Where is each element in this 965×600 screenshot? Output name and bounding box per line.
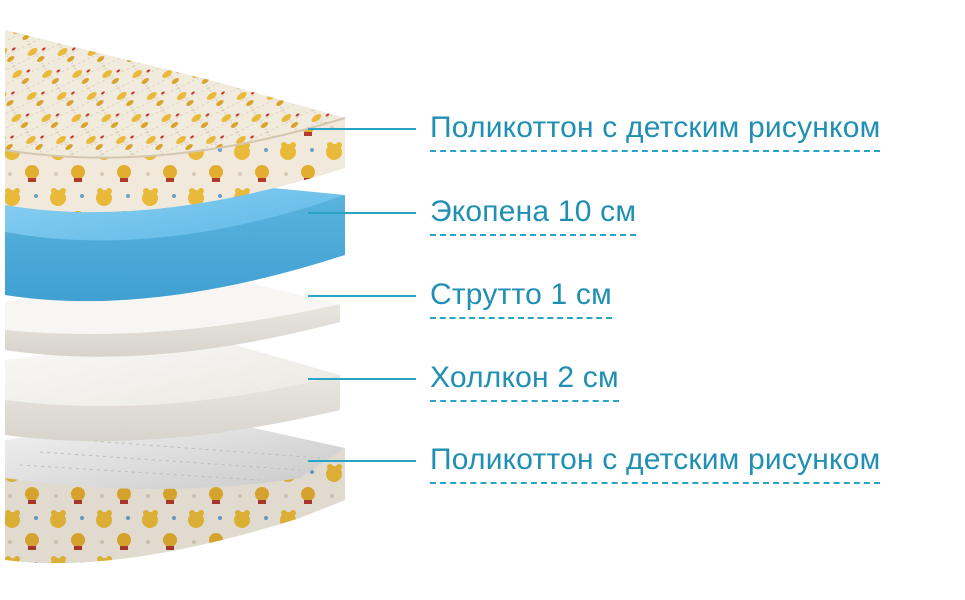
callout-ecofoam: Экопена 10 см — [308, 192, 948, 236]
layer-label: Поликоттон с детским рисунком — [430, 108, 881, 152]
callout-bottom-polycotton: Поликоттон с детским рисунком — [308, 440, 948, 484]
callout-top-polycotton: Поликоттон с детским рисунком — [308, 108, 948, 152]
layer-label: Поликоттон с детским рисунком — [430, 440, 881, 484]
leader-line — [308, 212, 416, 214]
leader-line — [308, 295, 416, 297]
strutto-layer — [5, 272, 340, 357]
callout-hollcon: Холлкон 2 см — [308, 358, 948, 402]
leader-line — [308, 460, 416, 462]
layer-label: Холлкон 2 см — [430, 358, 619, 402]
layer-label: Струтто 1 см — [430, 275, 612, 319]
layer-label: Экопена 10 см — [430, 192, 637, 236]
callout-strutto: Струтто 1 см — [308, 275, 948, 319]
leader-line — [308, 378, 416, 380]
leader-line — [308, 128, 416, 130]
top-polycotton-layer — [4, 30, 346, 213]
